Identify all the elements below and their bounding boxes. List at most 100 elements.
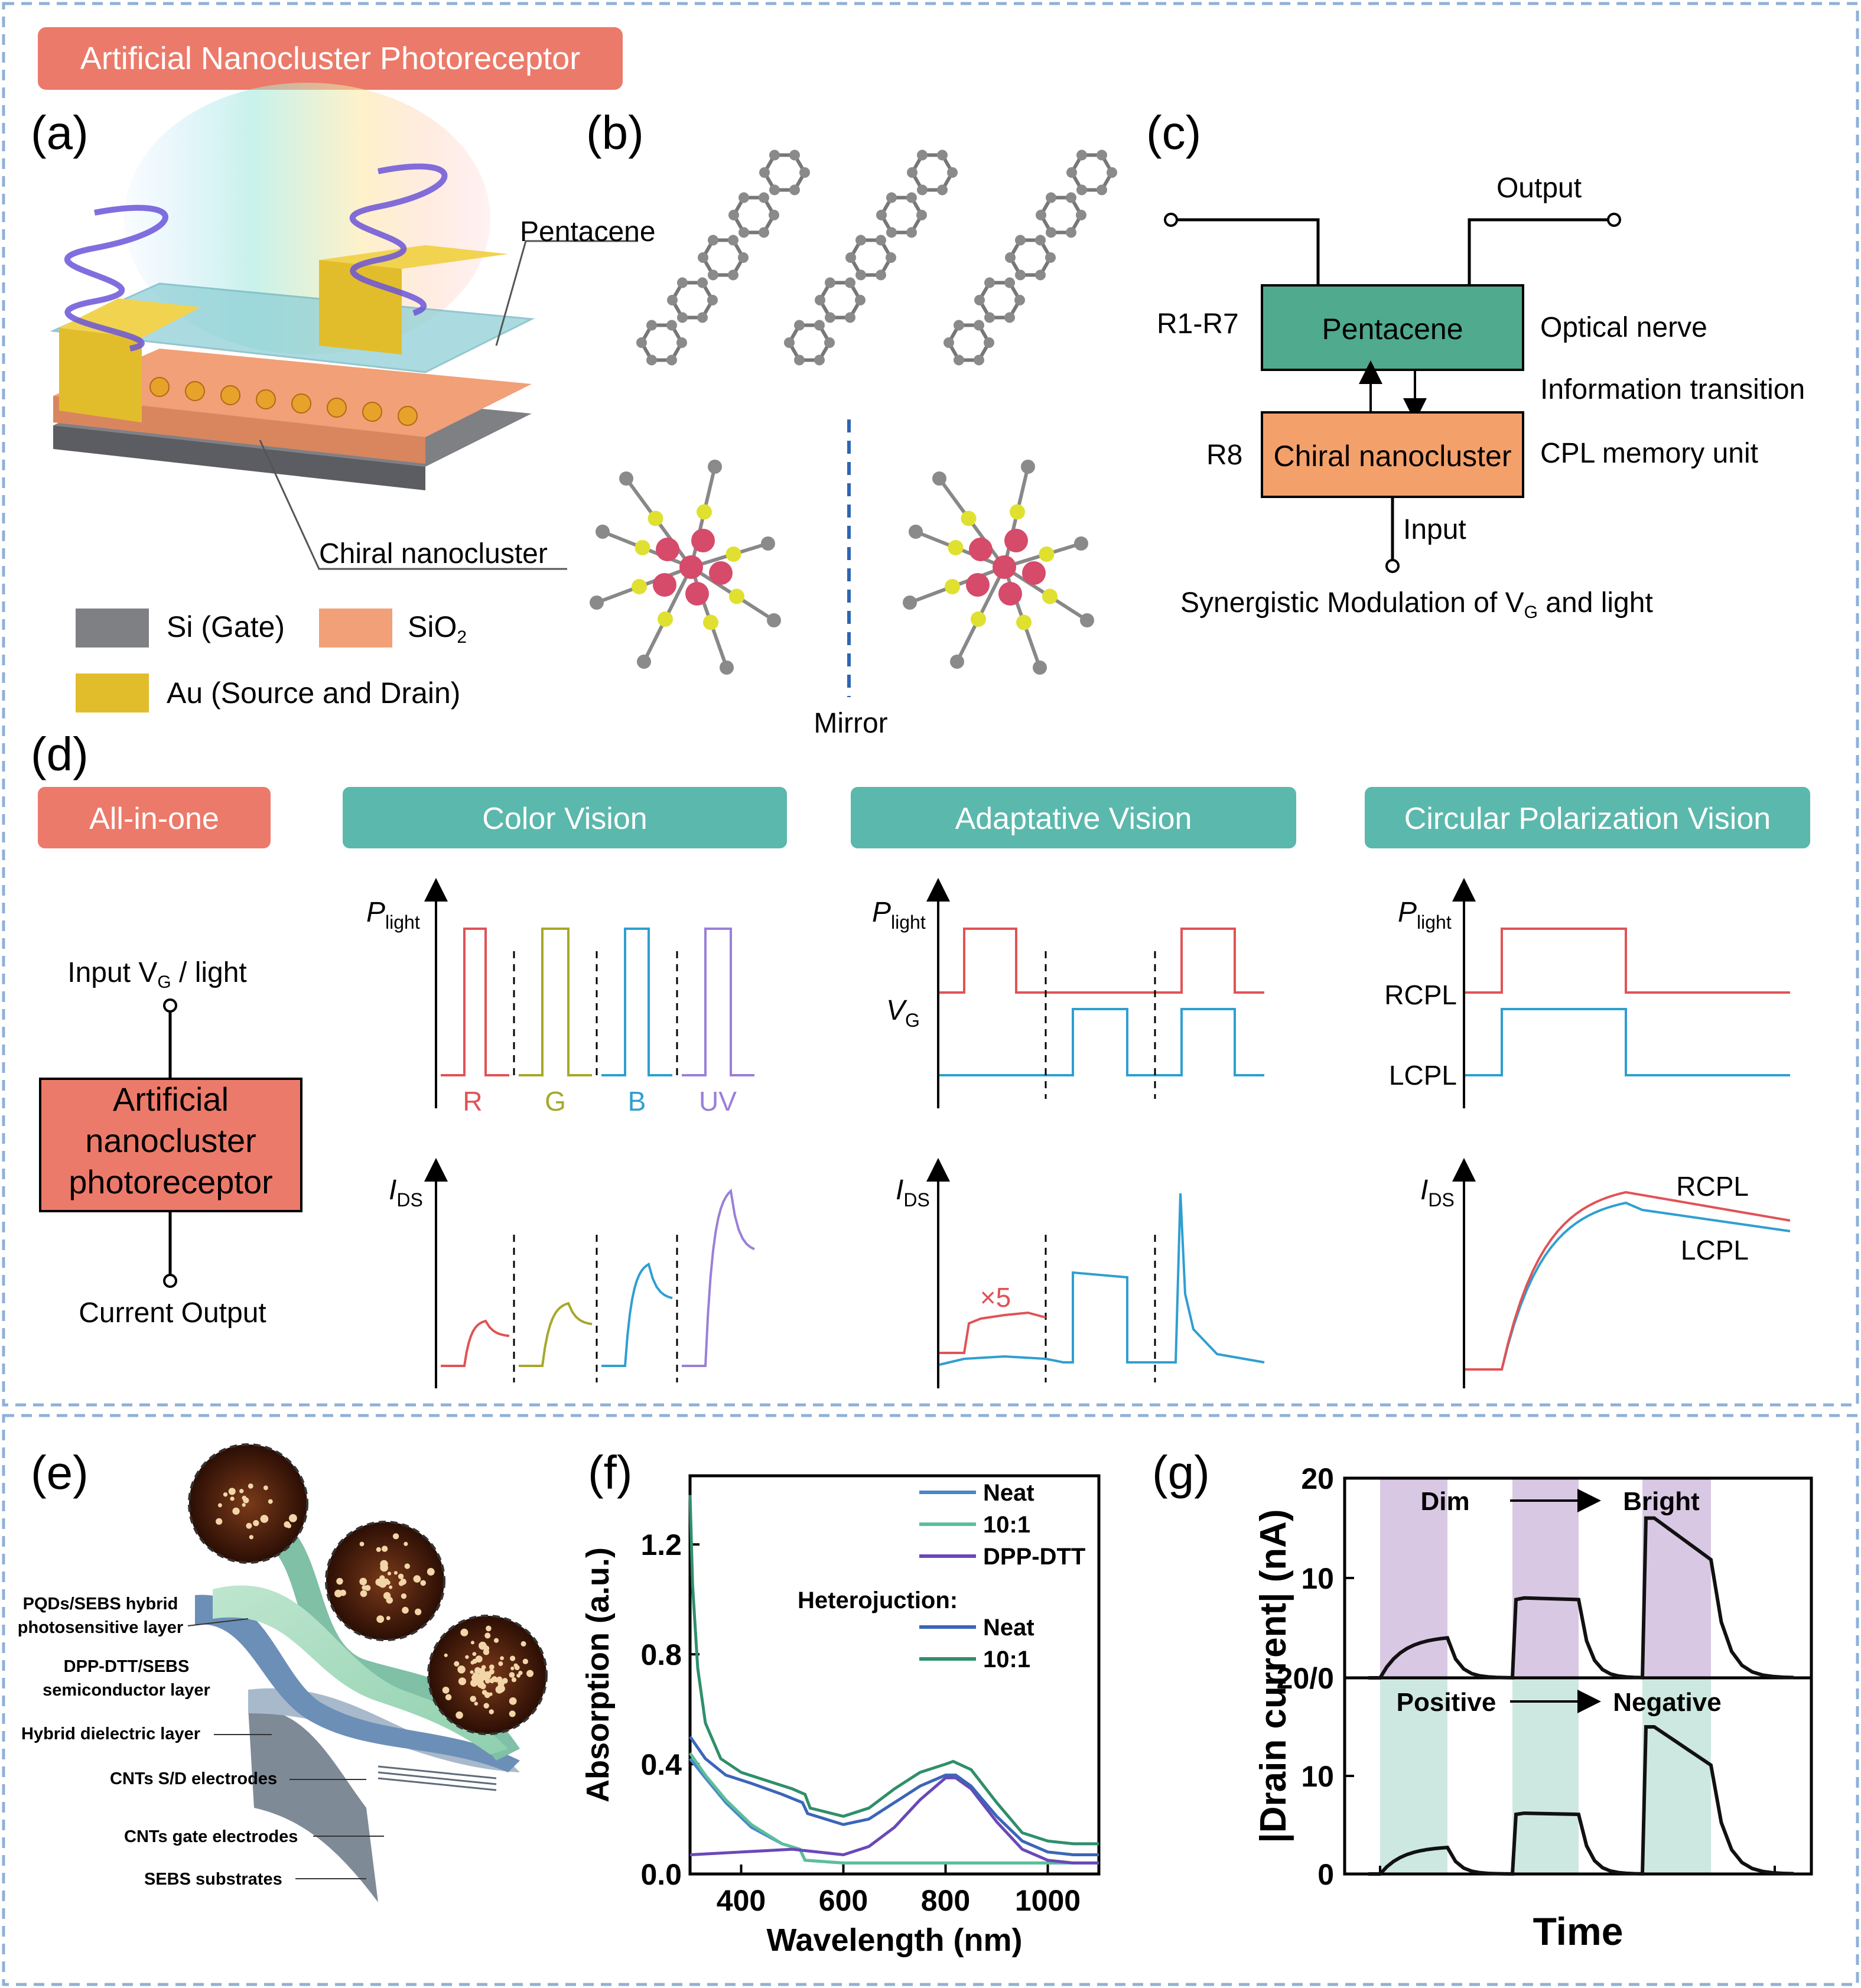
- afm-dot: [404, 1563, 410, 1569]
- au-electrode-left-front: [59, 328, 142, 422]
- cv-r-label: R: [463, 1086, 482, 1117]
- cpl-lcpl-curve-label: LCPL: [1681, 1235, 1749, 1265]
- afm-dot: [413, 1575, 421, 1583]
- afm-dot: [268, 1499, 273, 1504]
- illumination-band-bottom: [1642, 1678, 1711, 1874]
- output-terminal-right: [1607, 213, 1621, 227]
- afm-dots: [216, 1483, 534, 1719]
- panel-c-label: (c): [1146, 106, 1201, 159]
- cnt-electrode-lines: [378, 1765, 497, 1791]
- afm-dot: [480, 1683, 486, 1690]
- afm-dot: [474, 1667, 481, 1674]
- cv-current-0: [441, 1319, 510, 1367]
- pentacene-leader: [495, 240, 638, 346]
- afm-dot: [359, 1541, 365, 1547]
- y-tick-label: 1.2: [640, 1528, 682, 1561]
- pentacene-molecule-1: [636, 149, 810, 366]
- illumination-band-bottom: [1380, 1678, 1447, 1874]
- afm-dot: [510, 1666, 515, 1671]
- afm-dot: [486, 1625, 492, 1632]
- afm-dot: [223, 1492, 228, 1497]
- label-cnt-gate: CNTs gate electrodes: [124, 1827, 298, 1846]
- chiral-leader: [259, 440, 567, 570]
- afm-dot: [516, 1673, 521, 1678]
- legend-si-swatch: [76, 609, 149, 648]
- bright-label: Bright: [1623, 1487, 1700, 1516]
- legend-label-3: Neat: [983, 1615, 1034, 1641]
- y-tick-label: 0: [1317, 1858, 1334, 1891]
- au-electrode-right-front: [319, 260, 402, 354]
- chiral-box-label: Chiral nanocluster: [1274, 440, 1512, 473]
- label-sebs: SEBS substrates: [144, 1870, 282, 1889]
- synergistic-label: Synergistic Modulation of VG and light: [1180, 587, 1653, 622]
- afm-dot: [381, 1579, 388, 1586]
- series-line-1: [688, 1752, 1099, 1865]
- pulse-3: [682, 928, 754, 1076]
- cpl-vision-text: Circular Polarization Vision: [1404, 802, 1771, 836]
- pentacene-callout: Pentacene: [520, 216, 656, 248]
- afm-dot: [496, 1676, 503, 1683]
- aio-box-line2: nanocluster: [85, 1122, 256, 1159]
- cpl-lcpl-label: LCPL: [1389, 1060, 1457, 1091]
- afm-dot: [249, 1535, 253, 1540]
- cpl-lcpl-current: [1465, 1201, 1791, 1371]
- cpl-vision-tab: [1365, 787, 1810, 848]
- x-tick-label: 800: [921, 1884, 970, 1917]
- afm-dot: [359, 1577, 367, 1586]
- legend-sio2-swatch: [319, 609, 392, 648]
- afm-dot: [393, 1571, 398, 1575]
- afm-dot: [511, 1677, 516, 1683]
- y-tick-label: 0.4: [640, 1748, 682, 1781]
- cpl-p-label: Plight: [1398, 897, 1452, 933]
- av-v-label: VG: [886, 995, 920, 1031]
- chiral-box: [1261, 411, 1524, 498]
- output-label: Output: [1496, 173, 1582, 204]
- afm-dot: [474, 1701, 479, 1706]
- y-axis-label: Absorption (a.u.): [580, 1547, 616, 1802]
- afm-dot: [263, 1485, 268, 1491]
- afm-dot: [489, 1692, 493, 1696]
- av-p-label: Plight: [872, 897, 926, 933]
- afm-dot: [401, 1593, 407, 1599]
- x-axis-label: Time: [1533, 1909, 1624, 1953]
- afm-dot: [457, 1665, 466, 1674]
- cpl-rcpl-label: RCPL: [1384, 980, 1457, 1010]
- afm-dot: [383, 1592, 391, 1600]
- afm-dot: [336, 1577, 343, 1585]
- adaptive-vision-traces: [939, 928, 1265, 1382]
- afm-dot: [484, 1632, 491, 1639]
- cpl-lcpl-pulse: [1465, 1008, 1790, 1076]
- panel-b-label: (b): [586, 106, 644, 159]
- afm-dot: [489, 1709, 494, 1714]
- all-in-one-text: All-in-one: [89, 802, 219, 836]
- cv-i-label: IDS: [389, 1174, 423, 1211]
- afm-dot: [522, 1658, 528, 1664]
- afm-dot: [502, 1678, 508, 1684]
- aio-box-line1: Artificial: [113, 1081, 229, 1118]
- afm-dot: [481, 1690, 487, 1695]
- av-x5-label: ×5: [980, 1282, 1011, 1313]
- cpl-vision-traces: [1465, 928, 1791, 1371]
- afm-dot: [495, 1686, 503, 1694]
- afm-dot: [445, 1694, 452, 1701]
- panel-g-label: (g): [1152, 1446, 1210, 1499]
- afm-dot: [444, 1653, 448, 1657]
- series-line-3: [688, 1736, 1099, 1856]
- afm-dot: [232, 1507, 240, 1515]
- label-photosensitive-1: PQDs/SEBS hybrid: [23, 1595, 178, 1613]
- pulse-2: [601, 928, 672, 1076]
- afm-dot: [420, 1580, 426, 1586]
- afm-dot: [497, 1683, 502, 1688]
- series-line-2: [689, 1776, 1099, 1865]
- legend-sio2-label: SiO2: [408, 610, 467, 647]
- r8-label: R8: [1206, 440, 1242, 471]
- panel-e-label: (e): [31, 1446, 89, 1499]
- afm-dot: [427, 1567, 435, 1576]
- afm-dot: [526, 1670, 534, 1677]
- heterojunction-label: Heterojuction:: [798, 1587, 958, 1613]
- afm-dot: [498, 1661, 503, 1667]
- cpl-rcpl-curve-label: RCPL: [1676, 1171, 1749, 1202]
- top-frame: [2, 2, 1859, 1407]
- aio-box-line3: photoreceptor: [69, 1163, 273, 1200]
